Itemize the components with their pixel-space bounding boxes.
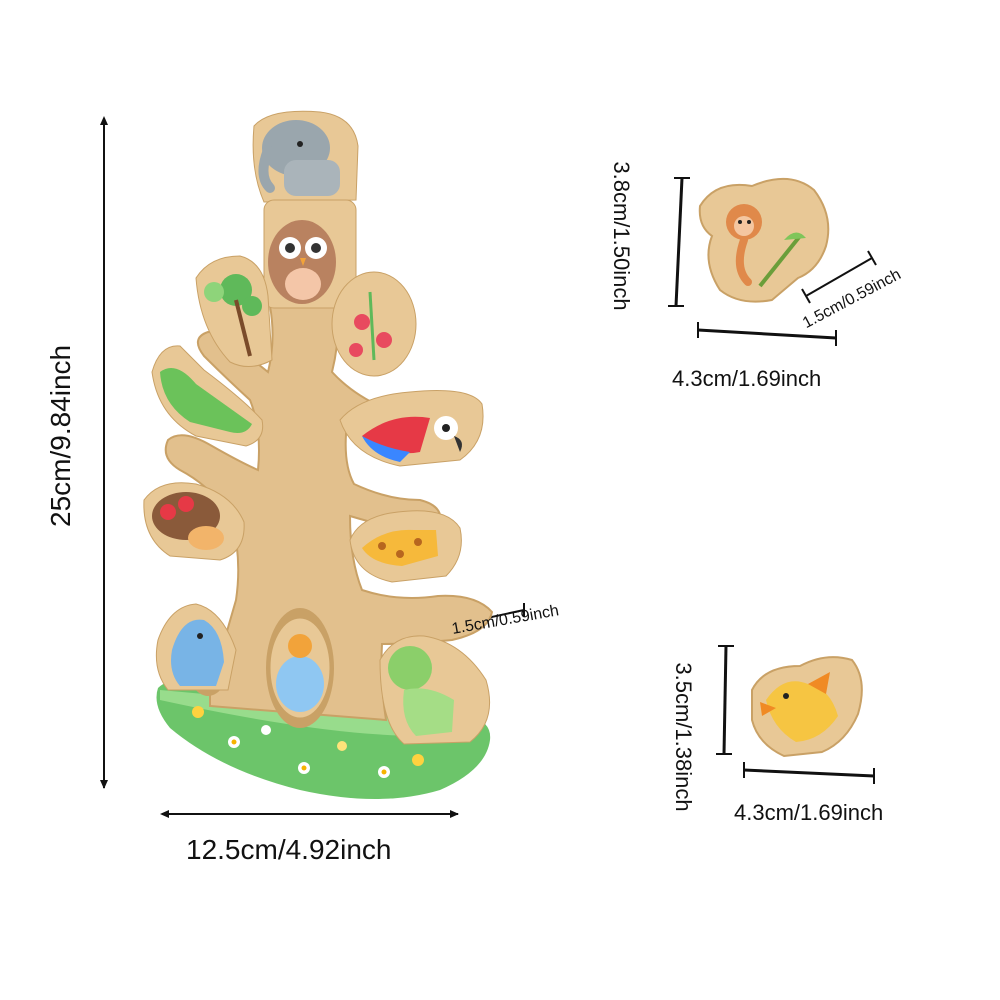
balance-tree-toy [143,110,494,799]
monkey-height-marker [668,177,690,307]
owl-piece [263,199,357,309]
egg-piece [269,617,331,719]
dino-width-label: 4.3cm/1.69inch [734,800,884,825]
tree-height-label: 25cm/9.84inch [45,344,76,527]
monkey-thickness-marker [801,250,877,304]
giraffe-piece [349,510,462,583]
elephant-piece [252,110,359,203]
flowers-piece [331,271,417,377]
crocodile-piece [151,345,264,447]
monkey-width-label: 4.3cm/1.69inch [672,366,822,391]
dino-width-marker [743,762,875,784]
monkey-height-label: 3.8cm/1.50inch [609,161,634,311]
dino-height-label: 3.5cm/1.38inch [671,662,696,812]
triceratops-piece [379,635,491,745]
grass-flowers [192,706,424,778]
pterosaur-piece [751,656,863,758]
tree-width-label: 12.5cm/4.92inch [186,834,392,865]
tree-piece [195,255,273,367]
blue-dinosaur-piece [155,603,237,691]
dino-height-marker [716,645,734,755]
parrot-piece [339,390,484,467]
monkey-width-marker [697,322,837,346]
monkey-piece [698,177,830,303]
hedgehog-piece [143,482,245,561]
